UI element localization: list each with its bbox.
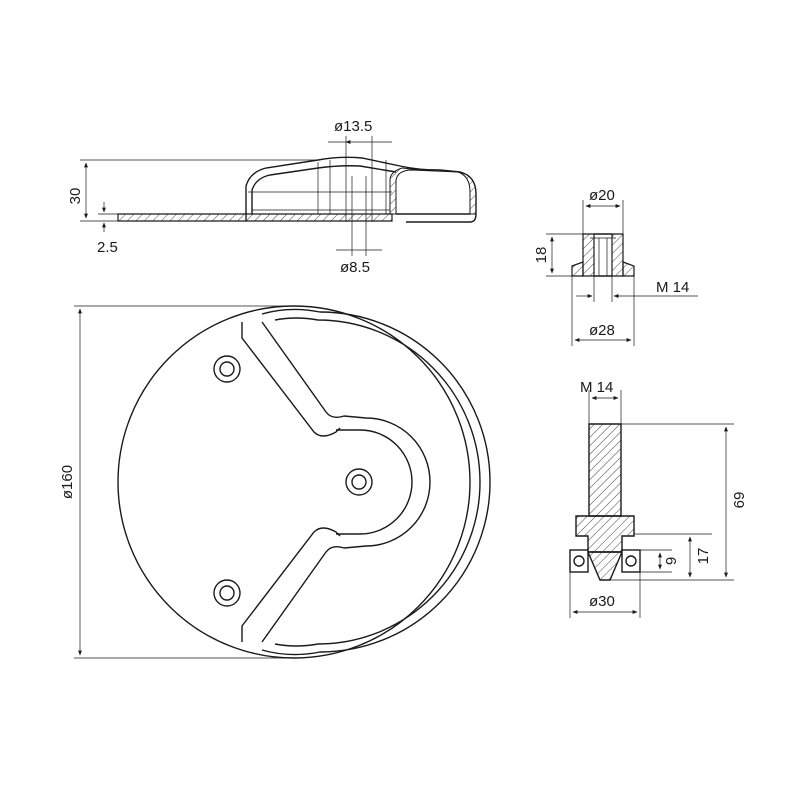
- side-dome-outer: [245, 156, 477, 223]
- dim-top-hole-dia: ø8.5: [340, 259, 370, 276]
- dim-bolt-length: 69: [731, 492, 748, 509]
- insert-section: [611, 233, 624, 277]
- plate-channel-lower: [241, 527, 341, 642]
- insert-view: ø20 18 M 14 ø28: [533, 187, 698, 346]
- dim-bolt-thread: M 14: [580, 379, 613, 396]
- plate-channel-upper: [241, 322, 341, 437]
- bearing-left-ball: [573, 555, 585, 567]
- plate-center-u-inner: [343, 415, 431, 549]
- center-hole-inner: [351, 474, 367, 490]
- dim-insert-height: 18: [533, 247, 550, 264]
- mount-hole-lower: [213, 579, 241, 607]
- dim-top-thickness: 2.5: [97, 239, 118, 256]
- plate-outer-circle: [117, 305, 471, 659]
- side-rim-section: [389, 167, 477, 215]
- dim-insert-dia-bottom: ø28: [589, 322, 615, 339]
- insert-flange: [622, 261, 635, 277]
- dim-base-dia: ø160: [59, 465, 76, 499]
- side-plate-section: [117, 213, 247, 222]
- bearing-right-ball: [625, 555, 637, 567]
- side-view: ø13.5 30 2.5 ø8.5: [67, 118, 477, 276]
- bolt-shaft-section: [588, 423, 622, 517]
- bolt-collar-section: [575, 515, 635, 553]
- side-plate-floor: [245, 213, 393, 222]
- dim-top-height: 30: [67, 188, 84, 205]
- dim-bolt-shoulder: 17: [695, 548, 712, 565]
- plate-rim: [261, 308, 491, 656]
- insert-flange: [571, 261, 584, 277]
- bolt-view: M 14 69 17 9 ø30: [569, 379, 748, 618]
- plate-channel-upper-inner: [261, 321, 345, 419]
- plate-channel-lower-inner: [261, 545, 345, 643]
- bearing-left: [569, 549, 589, 573]
- bearing-right: [621, 549, 641, 573]
- plan-view: ø160: [59, 305, 491, 659]
- bolt-tip-section: [586, 551, 624, 581]
- dim-insert-thread: M 14: [656, 279, 689, 296]
- plate-rim-inner: [274, 317, 481, 647]
- dim-bolt-nut: 9: [663, 557, 680, 565]
- side-dome-inner: [251, 165, 397, 214]
- dim-bolt-dia: ø30: [589, 593, 615, 610]
- center-hole: [345, 468, 373, 496]
- mount-hole-upper: [213, 355, 241, 383]
- insert-section: [582, 233, 595, 277]
- mount-hole-lower-inner: [219, 585, 235, 601]
- plate-center-u: [336, 429, 413, 535]
- mount-hole-upper-inner: [219, 361, 235, 377]
- dim-insert-dia-top: ø20: [589, 187, 615, 204]
- dim-top-cap-dia: ø13.5: [334, 118, 372, 135]
